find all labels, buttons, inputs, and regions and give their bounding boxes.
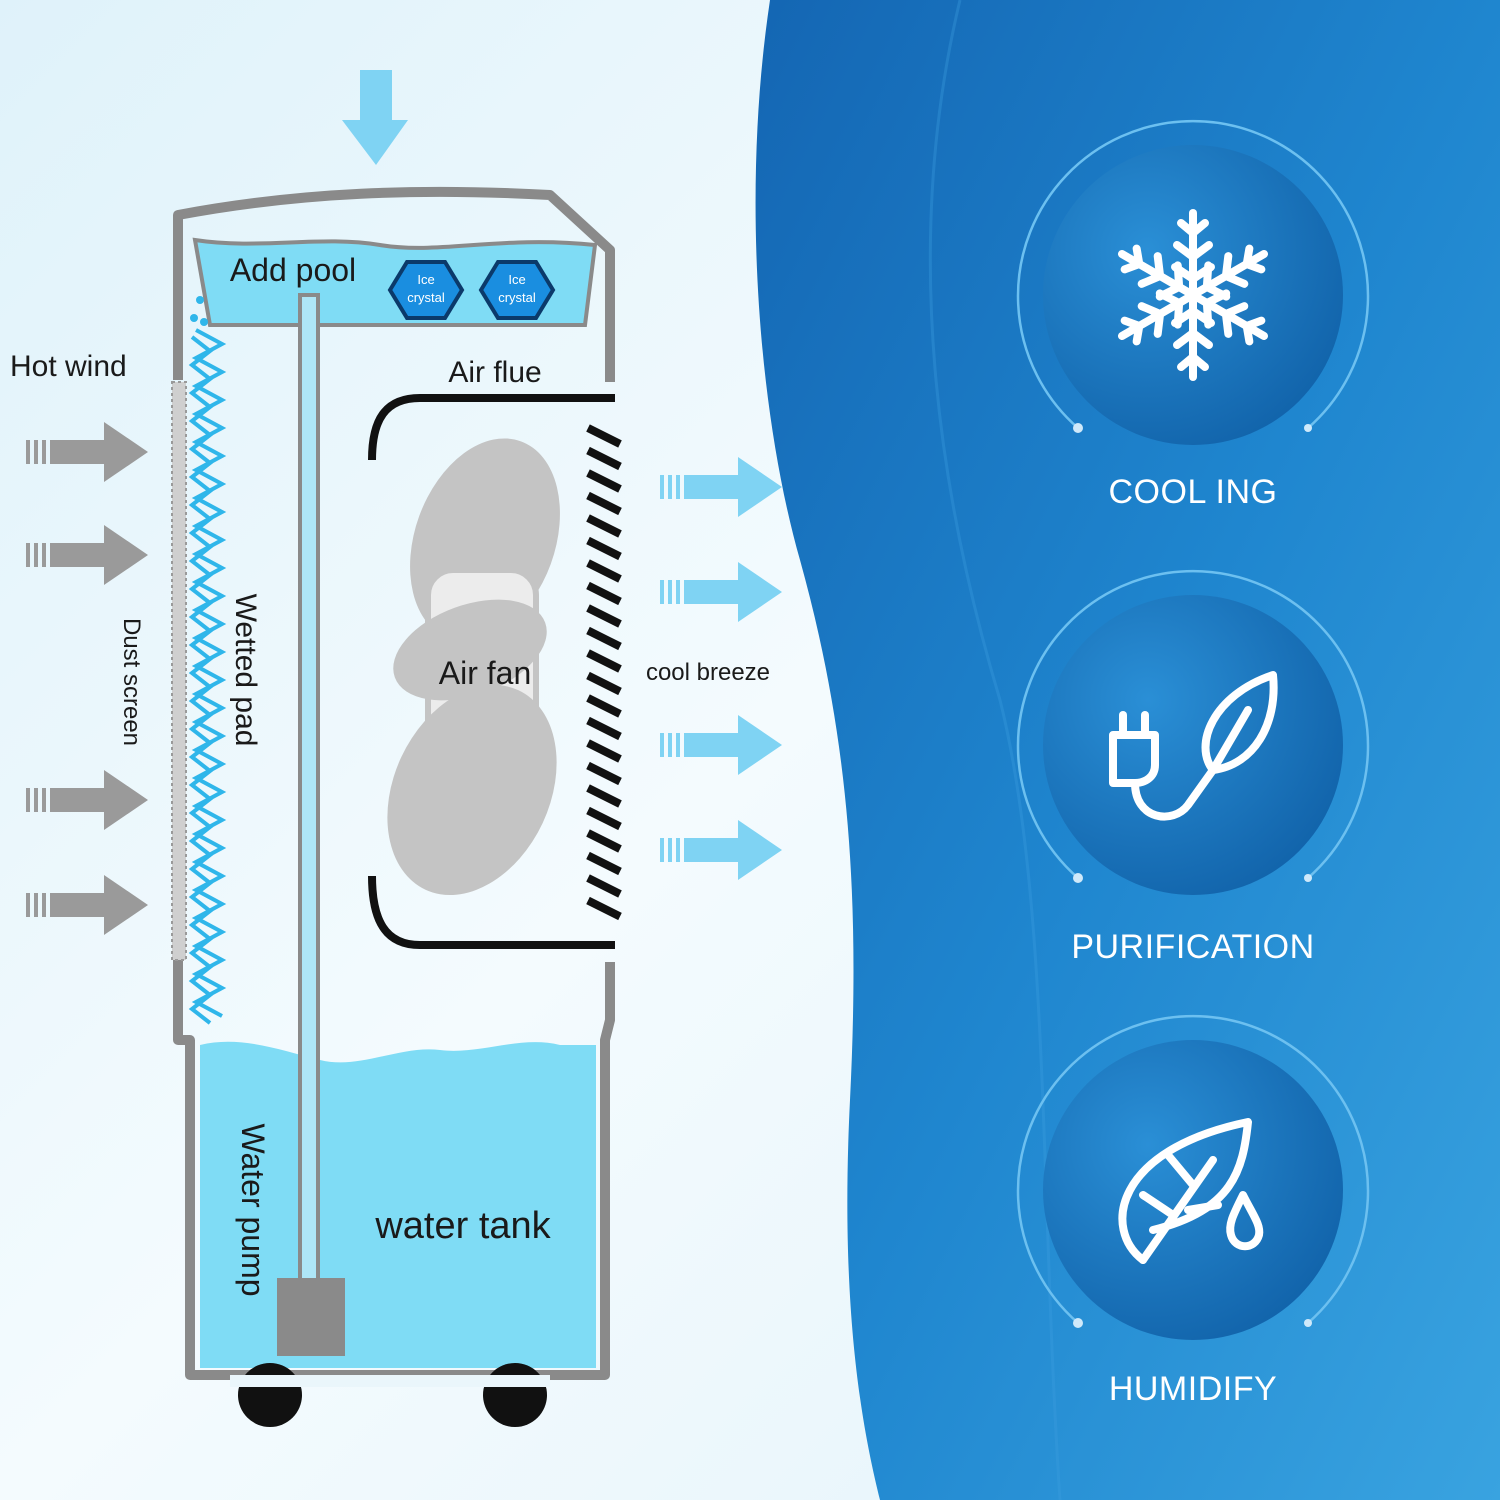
grille-slat <box>586 896 622 921</box>
grille-slat <box>586 649 622 673</box>
grille-slat <box>586 424 622 448</box>
snowflake-icon <box>1113 209 1273 377</box>
air-inflow-arrow-icon <box>342 70 408 165</box>
feature-cooling <box>1016 119 1370 445</box>
cool-breeze-arrow-icon <box>660 715 782 775</box>
cool-breeze-arrows <box>660 457 782 880</box>
wheel-left <box>238 1363 302 1427</box>
grille-slat <box>586 671 622 696</box>
hot-wind-arrows <box>26 422 148 935</box>
label-dust-screen: Dust screen <box>118 618 145 746</box>
ice-crystal-2-line2: crystal <box>498 290 536 305</box>
label-air-flue: Air flue <box>448 356 541 389</box>
cool-breeze-arrow-icon <box>660 457 782 517</box>
fan-duct <box>368 394 615 949</box>
plug-leaf-icon <box>1109 671 1278 821</box>
air-fan <box>387 438 560 896</box>
grille-slat <box>586 604 622 628</box>
feature-label-cooling: COOL ING <box>1109 473 1278 511</box>
dust-screen <box>171 381 187 961</box>
wheel-right <box>483 1363 547 1427</box>
label-water-pump: Water pump <box>235 1123 271 1296</box>
grille-slat <box>586 716 622 741</box>
grille-slat <box>586 694 622 718</box>
grille-slat <box>586 806 622 831</box>
grille-slat <box>586 469 622 493</box>
ice-crystal-2: Ice crystal <box>478 260 556 320</box>
water-pump <box>277 1278 345 1356</box>
label-wetted-pad: Wetted pad <box>229 594 262 747</box>
grille-slat <box>586 851 622 876</box>
leaf-drop-icon <box>1118 1118 1264 1264</box>
cool-breeze-arrow-icon <box>660 562 782 622</box>
hot-wind-arrow-icon <box>26 422 148 482</box>
grille-slat <box>586 446 622 471</box>
ice-crystal-1: Ice crystal <box>387 260 465 320</box>
feature-humidify <box>1016 1014 1370 1340</box>
ice-crystal-2-line1: Ice <box>508 272 525 287</box>
label-add-pool: Add pool <box>230 252 356 288</box>
grille-slat <box>586 581 622 606</box>
grille-slat <box>586 739 622 763</box>
grille-slat <box>586 626 622 651</box>
grille-slat <box>586 829 622 853</box>
ice-crystal-1-line2: crystal <box>407 290 445 305</box>
water-drops <box>190 296 208 326</box>
hot-wind-arrow-icon <box>26 770 148 830</box>
grille-slat <box>586 514 622 538</box>
grille-slat <box>586 559 622 583</box>
grille-slat <box>586 491 622 516</box>
grille-slat <box>586 761 622 786</box>
label-water-tank: water tank <box>374 1205 551 1247</box>
label-air-fan: Air fan <box>439 655 531 691</box>
feature-label-humidify: HUMIDIFY <box>1109 1370 1277 1408</box>
pump-pipe <box>298 293 320 1282</box>
feature-label-purification: PURIFICATION <box>1071 928 1314 966</box>
grille-slat <box>586 874 622 898</box>
label-hot-wind: Hot wind <box>10 350 127 383</box>
outlet-grille <box>586 424 622 921</box>
ice-crystal-1-line1: Ice <box>417 272 434 287</box>
hot-wind-arrow-icon <box>26 875 148 935</box>
wetted-pad-layer <box>188 335 214 1025</box>
feature-purification <box>1016 569 1370 895</box>
grille-slat <box>586 536 622 561</box>
label-cool-breeze: cool breeze <box>646 659 770 686</box>
hot-wind-arrow-icon <box>26 525 148 585</box>
feature-ring <box>1016 119 1370 429</box>
grille-slat <box>586 784 622 808</box>
cool-breeze-arrow-icon <box>660 820 782 880</box>
